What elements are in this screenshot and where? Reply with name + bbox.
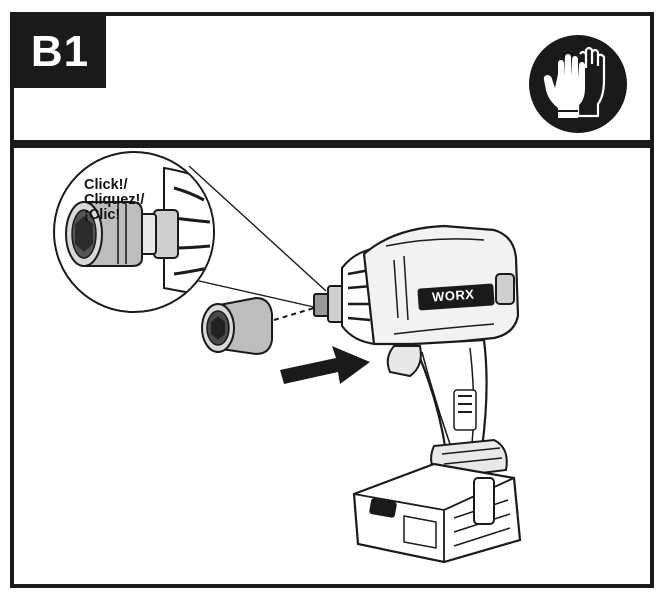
step-label: B1 — [14, 16, 106, 88]
insert-arrow-icon — [280, 346, 370, 384]
zoom-line-bottom — [185, 277, 319, 309]
protective-gloves-icon — [529, 35, 627, 133]
panel-header: B1 — [14, 16, 650, 140]
alignment-dashes — [273, 307, 315, 321]
callout-text-fr: Cliquez!/ — [84, 192, 145, 208]
callout-magnifier — [53, 151, 215, 313]
callout-text-es: ¡Clic! — [84, 207, 121, 223]
battery-pack-icon — [352, 462, 522, 564]
instruction-panel: B1 — [10, 12, 654, 588]
impact-socket-icon — [65, 201, 143, 267]
callout-text-en: Click!/ — [84, 178, 128, 193]
header-divider — [14, 140, 650, 148]
zoom-line-top — [188, 165, 327, 292]
assembly-diagram: Click!/ Cliquez!/ ¡Clic! — [53, 151, 522, 564]
loose-socket — [201, 296, 273, 356]
illustration-area: Click!/ Cliquez!/ ¡Clic! — [14, 148, 650, 584]
impact-wrench-icon — [313, 224, 520, 480]
brand-label: WORX — [431, 286, 475, 305]
